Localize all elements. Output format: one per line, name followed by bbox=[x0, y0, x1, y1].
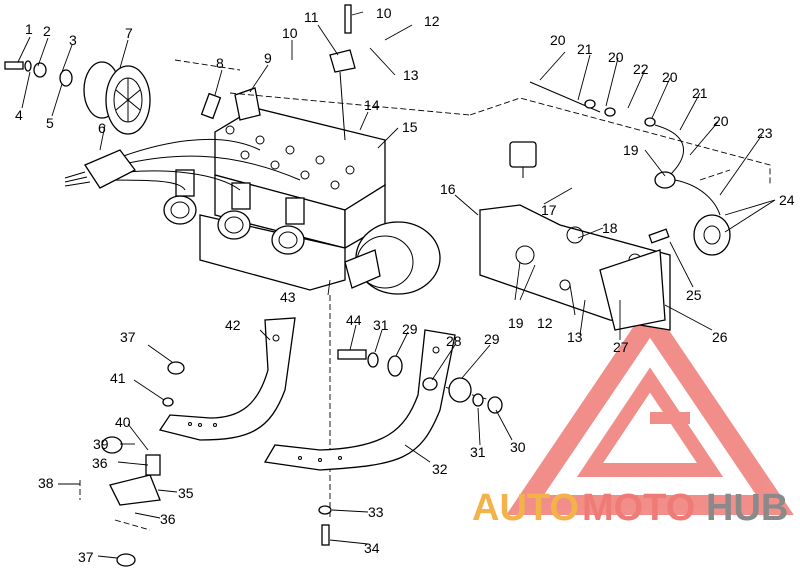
callout-10b: 10 bbox=[376, 5, 392, 21]
callout-34: 34 bbox=[364, 540, 380, 556]
callout-21a: 21 bbox=[577, 41, 593, 57]
bracket-11 bbox=[329, 4, 356, 141]
bolt-33-34 bbox=[318, 505, 332, 546]
solenoid-part bbox=[509, 141, 537, 178]
callout-13a: 13 bbox=[403, 67, 419, 83]
callout-9: 9 bbox=[264, 50, 272, 66]
mount-hardware-28-31 bbox=[422, 377, 503, 414]
callout-38: 38 bbox=[38, 475, 54, 491]
callout-15: 15 bbox=[402, 119, 418, 135]
callout-26: 26 bbox=[712, 329, 728, 345]
engine-mount-42 bbox=[158, 317, 296, 441]
callout-2: 2 bbox=[43, 23, 51, 39]
callout-20b: 20 bbox=[608, 49, 624, 65]
callout-8: 8 bbox=[216, 55, 224, 71]
mounting-plate-16 bbox=[479, 204, 671, 331]
callout-12b: 12 bbox=[537, 315, 553, 331]
callout-19a: 19 bbox=[508, 315, 524, 331]
callout-32: 32 bbox=[432, 461, 448, 477]
callout-44: 44 bbox=[346, 312, 362, 328]
brake-caliper-23 bbox=[648, 171, 731, 256]
carburetors bbox=[163, 169, 305, 255]
callout-36a: 36 bbox=[92, 455, 108, 471]
mount-bolt-44 bbox=[337, 349, 403, 377]
callout-40: 40 bbox=[115, 414, 131, 430]
callout-11: 11 bbox=[304, 9, 319, 25]
callout-16: 16 bbox=[440, 181, 456, 197]
callout-42: 42 bbox=[225, 317, 241, 333]
callout-20c: 20 bbox=[662, 69, 678, 85]
callout-24: 24 bbox=[779, 192, 795, 208]
callout-37b: 37 bbox=[78, 549, 94, 565]
callout-4: 4 bbox=[15, 107, 23, 123]
callout-19b: 19 bbox=[623, 142, 639, 158]
ignition-coil bbox=[200, 87, 261, 121]
engine-assembly bbox=[99, 107, 441, 295]
throttle-cable-20-22 bbox=[529, 81, 721, 216]
watermark-moto: MOTO bbox=[582, 487, 695, 529]
callout-12a: 12 bbox=[424, 13, 440, 29]
callout-13b: 13 bbox=[567, 329, 583, 345]
callout-27: 27 bbox=[613, 339, 629, 355]
watermark-text: AUTO MOTO HUB bbox=[472, 487, 788, 529]
callout-41: 41 bbox=[110, 370, 126, 386]
recoil-starter-pulley bbox=[83, 61, 151, 135]
callout-20d: 20 bbox=[713, 113, 729, 129]
watermark-hub: HUB bbox=[706, 487, 788, 529]
callout-29a: 29 bbox=[484, 331, 500, 347]
hardware-1-5 bbox=[4, 60, 73, 87]
callout-7: 7 bbox=[125, 25, 133, 41]
callout-28: 28 bbox=[446, 333, 462, 349]
callout-25: 25 bbox=[686, 287, 702, 303]
callout-22: 22 bbox=[633, 61, 649, 77]
callout-29b: 29 bbox=[402, 321, 418, 337]
watermark-logo-icon bbox=[506, 302, 794, 515]
callout-35: 35 bbox=[178, 485, 194, 501]
engine-mount-32 bbox=[263, 329, 456, 471]
callout-23: 23 bbox=[757, 125, 773, 141]
callout-5: 5 bbox=[46, 115, 54, 131]
callout-6: 6 bbox=[98, 120, 106, 136]
callout-10a: 10 bbox=[282, 25, 298, 41]
callout-18: 18 bbox=[602, 220, 618, 236]
callout-labels: 1 2 3 4 5 6 7 8 9 10 10 11 12 13 14 15 1… bbox=[15, 5, 795, 565]
callout-39: 39 bbox=[93, 436, 109, 452]
callout-31b: 31 bbox=[373, 317, 389, 333]
callout-21b: 21 bbox=[692, 85, 708, 101]
callout-37a: 37 bbox=[120, 329, 136, 345]
callout-30: 30 bbox=[510, 439, 526, 455]
callout-33: 33 bbox=[368, 504, 384, 520]
callout-36b: 36 bbox=[160, 511, 176, 527]
watermark-auto: AUTO bbox=[472, 487, 579, 529]
callout-14: 14 bbox=[364, 97, 380, 113]
cable-junction-block bbox=[64, 149, 136, 189]
callout-31a: 31 bbox=[470, 444, 486, 460]
callout-20a: 20 bbox=[550, 32, 566, 48]
callout-43: 43 bbox=[280, 289, 296, 305]
callout-1: 1 bbox=[25, 21, 33, 37]
callout-17: 17 bbox=[541, 202, 557, 218]
callout-3: 3 bbox=[69, 32, 77, 48]
leader-lines bbox=[17, 11, 776, 559]
